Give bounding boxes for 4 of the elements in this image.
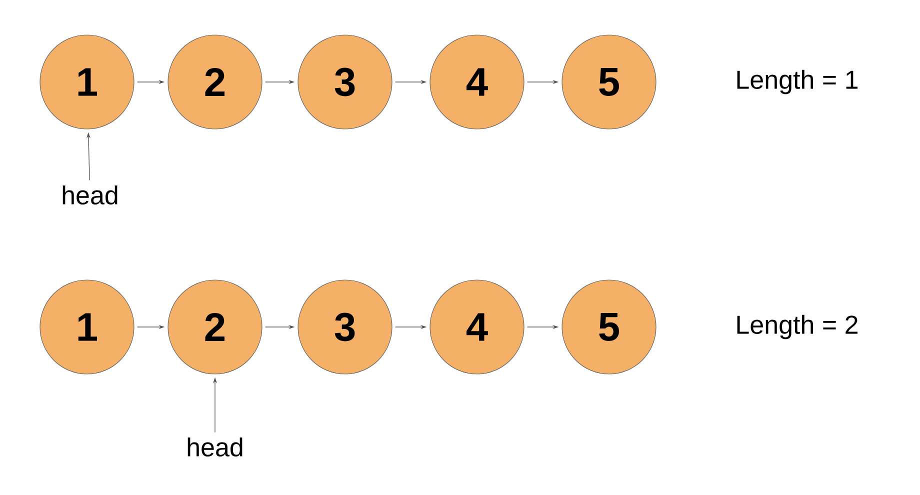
length-label: Length = 1 <box>737 70 858 94</box>
pointer-label: head <box>188 437 242 457</box>
length-label: Length = 2 <box>737 314 858 340</box>
pointer-label: head <box>62 185 118 205</box>
